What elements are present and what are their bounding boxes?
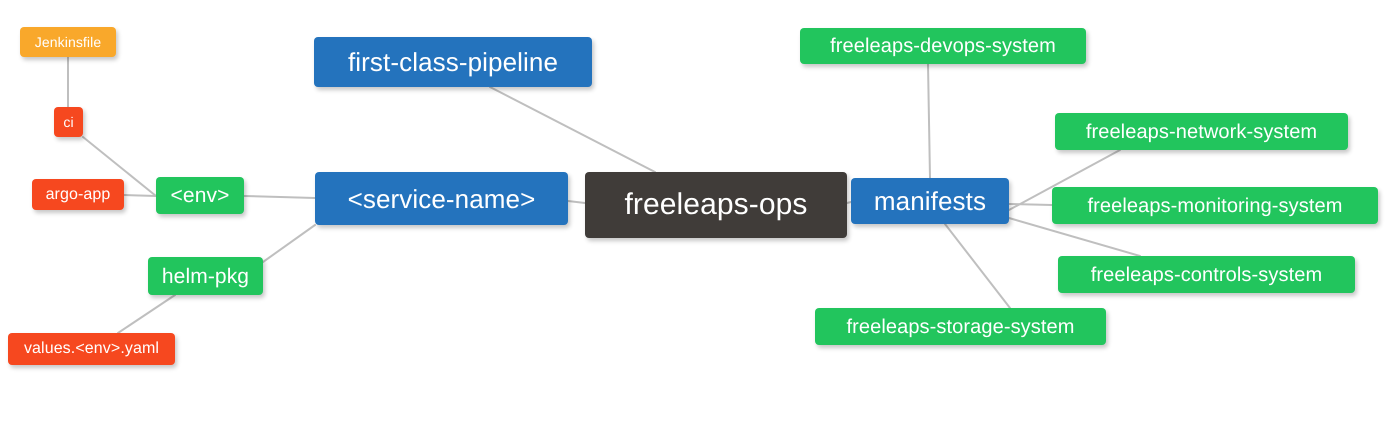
- edge-env-to-service-name: [243, 195, 316, 199]
- node-freeleaps-controls-system[interactable]: freeleaps-controls-system: [1058, 256, 1355, 293]
- node-argo-app[interactable]: argo-app: [32, 179, 124, 210]
- node-freeleaps-devops-system[interactable]: freeleaps-devops-system: [800, 28, 1086, 64]
- node-freeleaps-ops[interactable]: freeleaps-ops: [585, 172, 847, 238]
- node-ci[interactable]: ci: [54, 107, 83, 137]
- edge-helm-pkg-to-values-env-yaml: [117, 294, 176, 334]
- node-first-class-pipeline[interactable]: first-class-pipeline: [314, 37, 592, 87]
- node-freeleaps-network-system[interactable]: freeleaps-network-system: [1055, 113, 1348, 150]
- node-env[interactable]: <env>: [156, 177, 244, 214]
- edge-service-name-to-helm-pkg: [262, 224, 316, 263]
- edge-manifests-to-freeleaps-storage-system: [944, 223, 1011, 309]
- edge-manifests-to-freeleaps-monitoring-system: [1008, 203, 1053, 206]
- node-jenkinsfile[interactable]: Jenkinsfile: [20, 27, 116, 57]
- edge-first-class-pipeline-to-freeleaps-ops: [489, 86, 656, 173]
- node-helm-pkg[interactable]: helm-pkg: [148, 257, 263, 295]
- edge-argo-app-to-env: [123, 194, 157, 197]
- node-values-env-yaml[interactable]: values.<env>.yaml: [8, 333, 175, 365]
- node-freeleaps-monitoring-system[interactable]: freeleaps-monitoring-system: [1052, 187, 1378, 224]
- edge-manifests-to-freeleaps-devops-system: [927, 63, 931, 179]
- node-freeleaps-storage-system[interactable]: freeleaps-storage-system: [815, 308, 1106, 345]
- edge-service-name-to-freeleaps-ops: [567, 200, 586, 204]
- node-service-name[interactable]: <service-name>: [315, 172, 568, 225]
- node-manifests[interactable]: manifests: [851, 178, 1009, 224]
